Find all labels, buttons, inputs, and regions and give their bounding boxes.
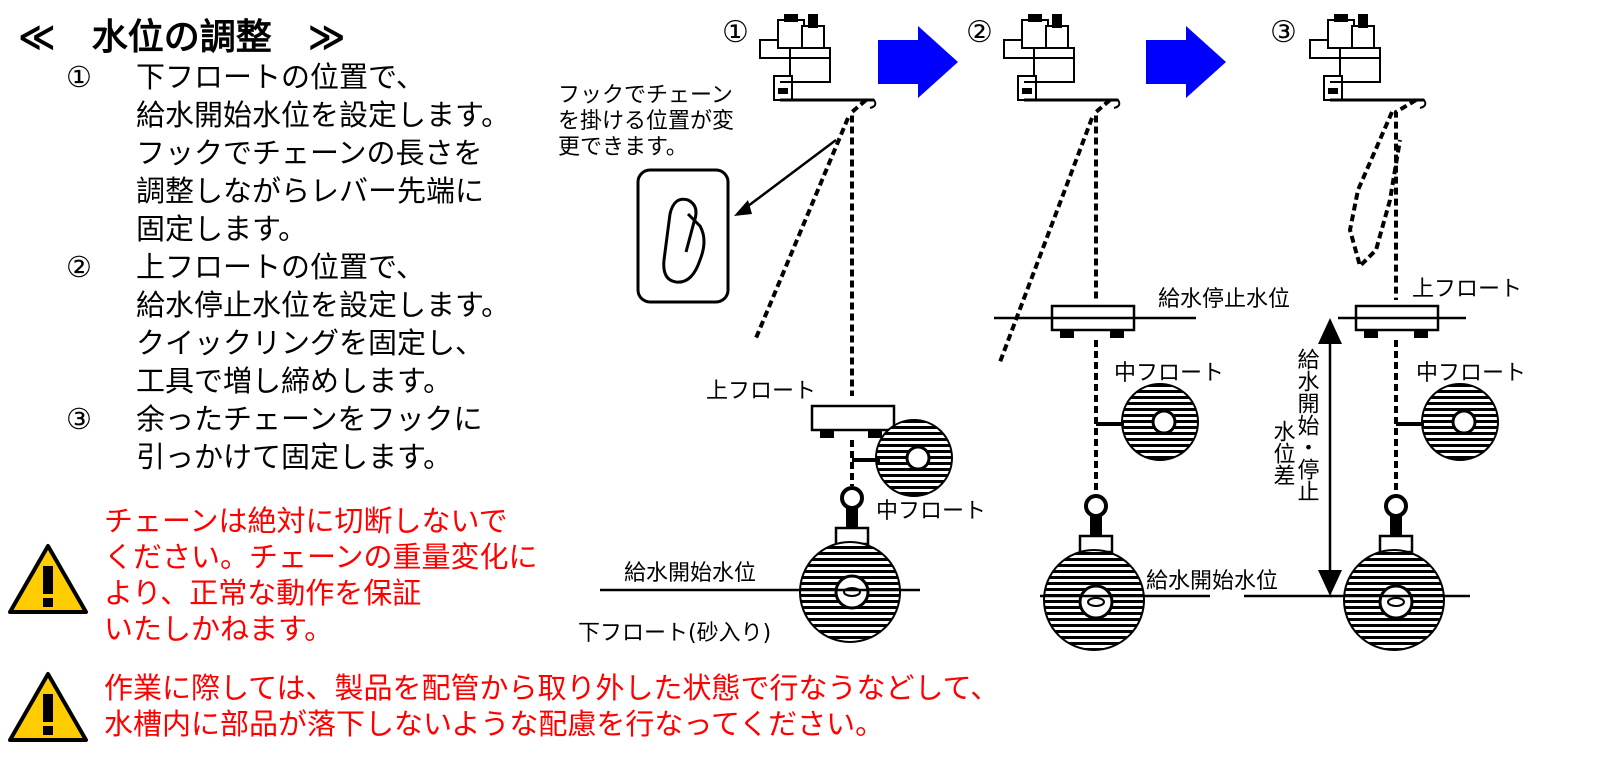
hook-inset — [636, 168, 730, 304]
stage-3 — [1308, 12, 1499, 651]
label-upper-float: 上フロート — [1412, 277, 1522, 302]
step-line: 固定します。 — [136, 212, 308, 246]
step-line: 余ったチェーンをフックに — [136, 402, 483, 436]
warning-line: ください。チェーンの重量変化に — [104, 540, 538, 574]
level-difference-arrow — [1244, 318, 1342, 598]
label-diff: 給水開始・停止 — [1294, 348, 1320, 502]
stage-number: ① — [722, 15, 749, 50]
stage-number: ③ — [1270, 15, 1297, 50]
warning-chain: チェーンは絶対に切断しないで ください。チェーンの重量変化に より、正常な動作を… — [104, 503, 538, 647]
step-line: 給水停止水位を設定します。 — [136, 288, 511, 322]
step-line: フックでチェーンの長さを — [136, 136, 483, 170]
stage-2 — [994, 12, 1210, 651]
warning-line: 水槽内に部品が落下しないような配慮を行なってください。 — [104, 707, 885, 741]
warning-icon — [8, 544, 88, 614]
label-middle-float: 中フロート — [876, 499, 986, 524]
label-start-level: 給水開始水位 — [624, 561, 756, 586]
pointer-head — [734, 200, 752, 216]
label-middle-float: 中フロート — [1416, 361, 1526, 386]
step-number: ③ — [66, 402, 92, 436]
warning-line: 作業に際しては、製品を配管から取り外した状態で行なうなどして、 — [104, 671, 1000, 705]
step-line: 引っかけて固定します。 — [136, 440, 453, 474]
step-number: ① — [66, 60, 92, 94]
warning-line: いたしかねます。 — [104, 612, 334, 646]
label-diff: 水位差 — [1270, 420, 1296, 486]
label-upper-float: 上フロート — [706, 379, 816, 404]
hook-note: 更できます。 — [558, 135, 688, 160]
step-line: クイックリングを固定し、 — [136, 326, 485, 360]
stage-1 — [600, 12, 953, 643]
step-line: 工具で増し締めします。 — [136, 364, 453, 398]
step-line: 上フロートの位置で、 — [136, 250, 425, 284]
warning-work: 作業に際しては、製品を配管から取り外した状態で行なうなどして、 水槽内に部品が落… — [104, 670, 999, 742]
warning-line: チェーンは絶対に切断しないで — [104, 504, 508, 538]
step-line: 調整しながらレバー先端に — [136, 174, 485, 208]
label-start-level: 給水開始水位 — [1146, 569, 1278, 594]
hook-icon — [662, 197, 706, 284]
hook-note: フックでチェーン — [558, 83, 733, 108]
pointer-line — [739, 139, 837, 213]
warning-line: より、正常な動作を保証 — [104, 576, 422, 610]
step-line: 給水開始水位を設定します。 — [136, 98, 511, 132]
label-stop-level: 給水停止水位 — [1158, 287, 1290, 312]
arrow-icon — [878, 26, 958, 98]
stage-number: ② — [966, 15, 993, 50]
step-line: 下フロートの位置で、 — [136, 60, 425, 94]
page-title: ≪ 水位の調整 ≫ — [18, 17, 346, 58]
arrow-icon — [1146, 26, 1226, 98]
label-middle-float: 中フロート — [1114, 361, 1224, 386]
step-number: ② — [66, 250, 92, 284]
hook-note: を掛ける位置が変 — [558, 109, 734, 134]
label-lower-float: 下フロート(砂入り) — [578, 621, 771, 646]
warning-icon — [8, 672, 88, 742]
